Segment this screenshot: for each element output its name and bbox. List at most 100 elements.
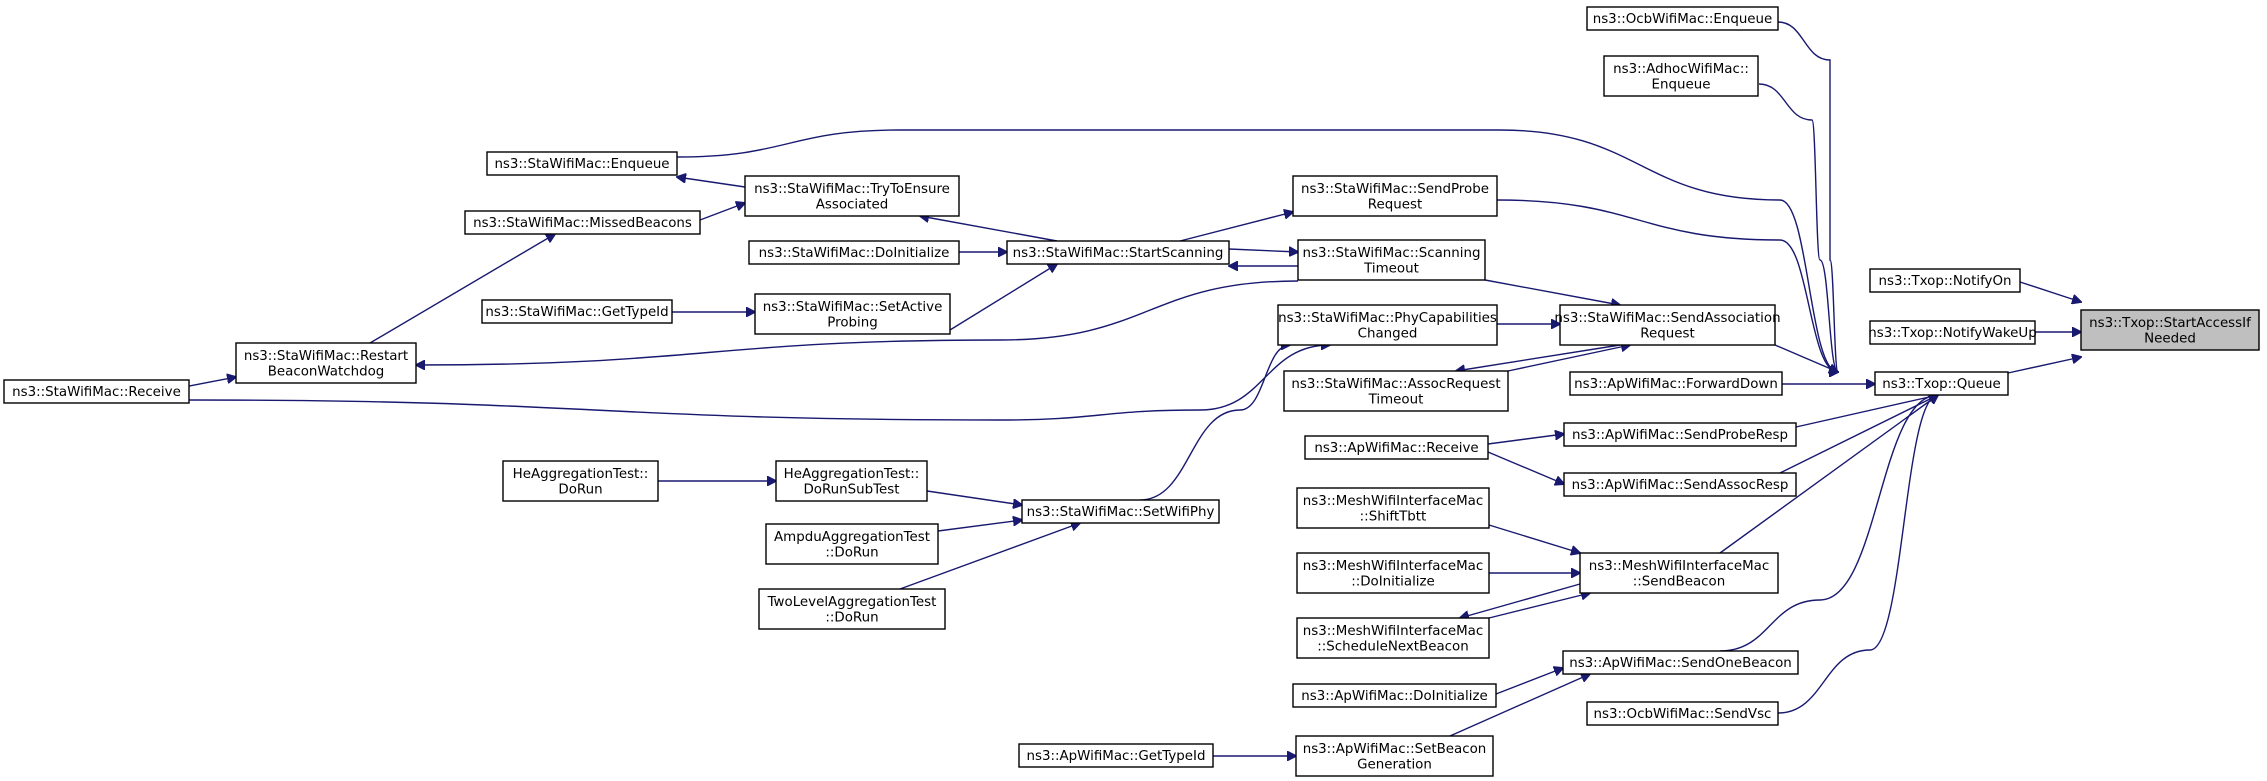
node-box [1586,6,1779,31]
node-ampdu-dorun[interactable]: AmpduAggregationTest::DoRun [765,523,939,565]
node-label-line: Enqueue [1652,77,1711,92]
node-label-line: ns3::ApWifiMac::SendAssocResp [1572,478,1789,493]
node-label-line: ns3::StaWifiMac::TryToEnsure [754,182,950,197]
node-label-line: Request [1368,197,1422,212]
node-label-line: Generation [1357,757,1432,772]
node-label-line: ns3::ApWifiMac::Receive [1314,441,1478,456]
node-notify-on[interactable]: ns3::Txop::NotifyOn [1869,268,2021,293]
node-box [765,523,939,565]
node-mesh-schedule[interactable]: ns3::MeshWifiInterfaceMac::ScheduleNextB… [1296,617,1490,659]
node-mesh-shifttbtt[interactable]: ns3::MeshWifiInterfaceMac::ShiftTbtt [1296,487,1490,529]
node-box [1869,320,2036,345]
edge-sta-startscan-to-sta-sendprobe [1179,212,1293,242]
edge-sta-assoctimeout-to-sta-sendassoc [1507,345,1630,372]
node-ocb-sendvsc[interactable]: ns3::OcbWifiMac::SendVsc [1586,701,1779,726]
node-ap-receive[interactable]: ns3::ApWifiMac::Receive [1304,435,1489,460]
node-label-line: ns3::AdhocWifiMac:: [1613,62,1749,77]
node-box [1018,743,1214,768]
node-label-line: ns3::MeshWifiInterfaceMac [1303,494,1483,509]
node-sta-gettypeid[interactable]: ns3::StaWifiMac::GetTypeId [481,299,673,324]
node-adhoc-enqueue[interactable]: ns3::AdhocWifiMac::Enqueue [1603,55,1759,97]
node-label-line: ns3::Txop::Queue [1882,377,2000,392]
node-label-line: Request [1640,326,1694,341]
edge-sta-sendprobe-to-txop-queue [1496,199,1838,372]
edge-ap-doinit-to-ap-sendonebeacon [1495,668,1563,695]
node-box [235,342,417,384]
node-box [1295,735,1494,777]
node-box [758,588,946,630]
edge-mesh-sendbeacon-to-mesh-schedule [1460,583,1581,618]
node-label-line: ns3::StaWifiMac::Receive [12,385,181,400]
edge-ap-sendassocresp-to-txop-queue [1779,395,1938,474]
node-label-line: ns3::MeshWifiInterfaceMac [1303,559,1483,574]
node-ap-sendonebeacon[interactable]: ns3::ApWifiMac::SendOneBeacon [1562,650,1799,675]
node-mesh-doinit[interactable]: ns3::MeshWifiInterfaceMac::DoInitialize [1296,552,1490,594]
node-box [1562,650,1799,675]
node-box [1021,499,1220,524]
node-notify-wakeup[interactable]: ns3::Txop::NotifyWakeUp [1868,320,2037,345]
node-twolevel-dorun[interactable]: TwoLevelAggregationTest::DoRun [758,588,946,630]
node-sta-receive[interactable]: ns3::StaWifiMac::Receive [3,379,190,404]
node-label-line: Associated [816,197,889,212]
node-box [775,460,928,502]
node-he-dorunsub[interactable]: HeAggregationTest::DoRunSubTest [775,460,928,502]
node-box [1277,304,1498,346]
node-box [1304,435,1489,460]
node-box [1292,175,1498,217]
node-ap-sendproberesp[interactable]: ns3::ApWifiMac::SendProbeResp [1563,422,1797,447]
node-label-line: ns3::Txop::NotifyWakeUp [1868,326,2036,341]
edge-mesh-schedule-to-mesh-sendbeacon [1488,593,1590,619]
node-label-line: ::ShiftTbtt [1360,509,1427,524]
node-label-line: Timeout [1363,261,1419,276]
node-label-line: ::DoInitialize [1351,574,1435,589]
node-label-line: ::DoRun [825,545,878,560]
node-label-line: ns3::StaWifiMac::DoInitialize [759,246,950,261]
node-ap-doinit[interactable]: ns3::ApWifiMac::DoInitialize [1292,683,1497,708]
node-box [481,299,673,324]
node-box [1297,239,1486,281]
node-label-line: ns3::ApWifiMac::GetTypeId [1027,749,1206,764]
edge-sta-sendassoc-to-sta-assoctimeout [1456,344,1621,371]
node-mesh-sendbeacon[interactable]: ns3::MeshWifiInterfaceMac::SendBeacon [1579,552,1779,594]
node-label-line: ns3::StaWifiMac::GetTypeId [485,305,668,320]
node-box [1296,487,1490,529]
edge-sta-missed-to-sta-tryto [699,203,745,221]
node-label-line: DoRun [558,482,602,497]
node-label-line: Changed [1358,326,1418,341]
node-ap-gettypeid[interactable]: ns3::ApWifiMac::GetTypeId [1018,743,1214,768]
edge-sta-tryto-to-sta-enqueue [677,177,746,188]
node-sta-missed[interactable]: ns3::StaWifiMac::MissedBeacons [464,210,701,235]
node-label-line: AmpduAggregationTest [774,530,930,545]
edge-sta-scantimeout-to-sta-restart [416,280,1299,365]
node-txop-queue[interactable]: ns3::Txop::Queue [1874,371,2009,396]
edge-txop-queue-to-root [2007,357,2081,374]
node-ap-forwarddown[interactable]: ns3::ApWifiMac::ForwardDown [1569,371,1783,396]
node-sta-doinit[interactable]: ns3::StaWifiMac::DoInitialize [748,240,960,265]
node-sta-startscan[interactable]: ns3::StaWifiMac::StartScanning [1006,240,1230,265]
node-label-line: ns3::StaWifiMac::PhyCapabilities [1278,311,1497,326]
node-label-line: ::SendBeacon [1633,574,1725,589]
node-sta-enqueue[interactable]: ns3::StaWifiMac::Enqueue [486,151,678,176]
node-ocb-enqueue[interactable]: ns3::OcbWifiMac::Enqueue [1586,6,1779,31]
node-sta-setwifiphy[interactable]: ns3::StaWifiMac::SetWifiPhy [1021,499,1220,524]
node-label-line: ns3::StaWifiMac::SetWifiPhy [1027,505,1215,520]
node-box [1569,371,1783,396]
node-box [1603,55,1759,97]
node-label-line: ns3::OcbWifiMac::SendVsc [1594,707,1772,722]
node-ap-sendassocresp[interactable]: ns3::ApWifiMac::SendAssocResp [1563,472,1797,497]
node-box [1006,240,1230,265]
node-he-dorun[interactable]: HeAggregationTest::DoRun [502,460,659,502]
edge-sta-sendassoc-to-txop-queue [1774,344,1838,372]
node-box [744,175,960,217]
